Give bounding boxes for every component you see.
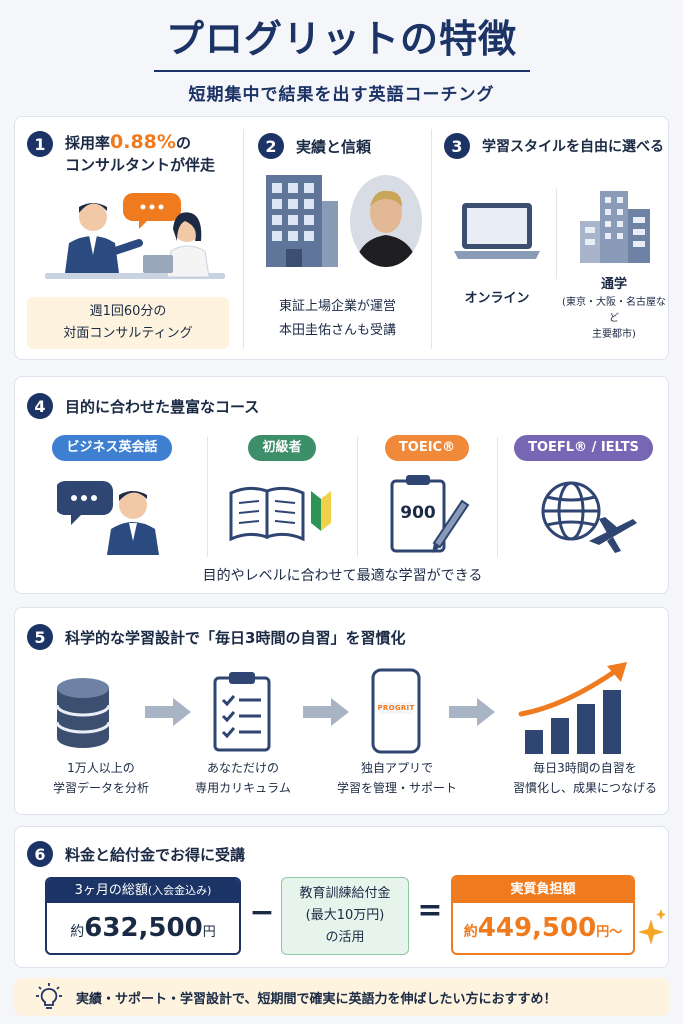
total-price: 約632,500円	[70, 913, 216, 943]
city-buildings-icon	[580, 191, 650, 263]
divider	[556, 189, 557, 279]
total-amount: 632,500	[84, 913, 203, 943]
course-toefl-ielts: TOEFL® / IELTS	[497, 435, 670, 555]
divider	[431, 129, 432, 349]
growth-chart-icon	[518, 662, 627, 754]
total-price-box: 3ヶ月の総額(入会金込み) 約632,500円	[45, 877, 241, 955]
arrow-right-icon	[303, 698, 349, 726]
feature-3-title: 学習スタイルを自由に選べる	[482, 139, 664, 155]
number-badge: 1	[27, 131, 53, 157]
courses-caption: 目的やレベルに合わせて最適な学習ができる	[202, 568, 483, 584]
course-tag: ビジネス英会話	[52, 435, 172, 461]
app-brand: PROGRIT	[377, 704, 415, 712]
course-tag: TOEIC®	[384, 435, 470, 461]
course-tag: 初級者	[248, 435, 316, 461]
book-beginner-icon	[229, 486, 331, 542]
number-badge: 3	[444, 133, 470, 159]
offline-info: 通学 (東京・大阪・名古屋など 主要都市)	[558, 275, 670, 343]
minus-sign: −	[249, 895, 275, 930]
person-portrait	[350, 175, 422, 267]
business-chat-icon	[57, 481, 159, 555]
step-3-label: 独自アプリで 学習を管理・サポート	[336, 761, 457, 795]
feature-2: 2 実績と信頼	[244, 117, 431, 359]
net-price-box: 実質負担額 約449,500円〜	[451, 875, 635, 955]
score-value: 900	[400, 503, 436, 523]
online-label: オンライン	[464, 291, 530, 306]
step-4-label: 毎日3時間の自習を 習慣化し、成果につなげる	[512, 761, 657, 795]
score-sheet-icon: 900	[382, 473, 472, 555]
consultation-icon	[45, 193, 225, 279]
divider	[207, 437, 208, 557]
course-business: ビジネス英会話	[27, 435, 197, 555]
number-badge: 6	[27, 841, 53, 867]
course-tag: TOEFL® / IELTS	[514, 435, 653, 461]
course-beginner: 初級者	[207, 435, 357, 549]
feature-6-title: 料金と給付金でお得に受講	[65, 845, 246, 864]
adoption-rate: 0.88%	[110, 131, 176, 153]
offline-label: 通学	[600, 277, 627, 292]
feature-4-title: 目的に合わせた豊富なコース	[65, 397, 260, 416]
page-subtitle: 短期集中で結果を出す英語コーチング	[188, 85, 495, 105]
feature-3: 3 学習スタイルを自由に選べる オンライン	[432, 117, 670, 359]
number-badge: 5	[27, 624, 53, 650]
smartphone-app-icon: PROGRIT	[371, 668, 421, 754]
features-top-card: 1 採用率0.88%の コンサルタントが伴走	[14, 116, 669, 360]
database-icon	[55, 678, 111, 748]
courses-card: 4 目的に合わせた豊富なコース ビジネス英会話 初級者	[14, 376, 669, 594]
number-badge: 4	[27, 393, 53, 419]
consulting-note: 週1回60分の 対面コンサルティング	[27, 297, 229, 349]
arrow-right-icon	[145, 698, 191, 726]
feature-2-title: 実績と信頼	[296, 137, 372, 156]
divider	[497, 437, 498, 557]
lightbulb-icon	[36, 983, 62, 1009]
divider	[357, 437, 358, 557]
laptop-icon	[454, 203, 540, 259]
page-title: プログリットの特徴	[165, 17, 517, 61]
course-toeic: TOEIC® 900	[357, 435, 497, 555]
title-divider	[153, 70, 530, 72]
grant-box: 教育訓練給付金 (最大10万円) の活用	[281, 877, 409, 955]
footer-text: 実績・サポート・学習設計で、短期間で確実に英語力を伸ばしたい方におすすめ！	[76, 991, 557, 1007]
feature-1: 1 採用率0.88%の コンサルタントが伴走	[15, 117, 243, 359]
net-amount: 449,500	[477, 913, 597, 943]
step-2-label: あなただけの 専用カリキュラム	[195, 761, 291, 795]
equals-sign: =	[417, 893, 443, 928]
pricing-card: 6 料金と給付金でお得に受講 3ヶ月の総額(入会金込み) 約632,500円 −…	[14, 826, 669, 968]
net-price-header: 実質負担額	[453, 877, 633, 903]
learning-design-card: 5 科学的な学習設計で「毎日3時間の自習」を習慣化 PROG	[14, 607, 669, 815]
globe-plane-icon	[541, 481, 637, 553]
office-building-icon	[266, 175, 338, 267]
feature-1-title-line1: 採用率0.88%の	[65, 131, 191, 153]
feature-2-text: 東証上場企業が運営 本田圭佑さんも受講	[278, 299, 396, 338]
number-badge: 2	[258, 133, 284, 159]
total-price-header: 3ヶ月の総額(入会金込み)	[47, 879, 239, 903]
net-price: 約449,500円〜	[463, 913, 623, 943]
feature-5-title: 科学的な学習設計で「毎日3時間の自習」を習慣化	[65, 628, 406, 647]
sparkle-icon	[638, 909, 666, 945]
header: プログリットの特徴 短期集中で結果を出す英語コーチング	[0, 0, 683, 105]
divider	[243, 129, 244, 349]
footer-banner: 実績・サポート・学習設計で、短期間で確実に英語力を伸ばしたい方におすすめ！	[14, 978, 669, 1016]
checklist-icon	[213, 672, 271, 752]
arrow-right-icon	[449, 698, 495, 726]
feature-1-title-line2: コンサルタントが伴走	[65, 156, 216, 174]
step-1-label: 1万人以上の 学習データを分析	[52, 761, 149, 795]
